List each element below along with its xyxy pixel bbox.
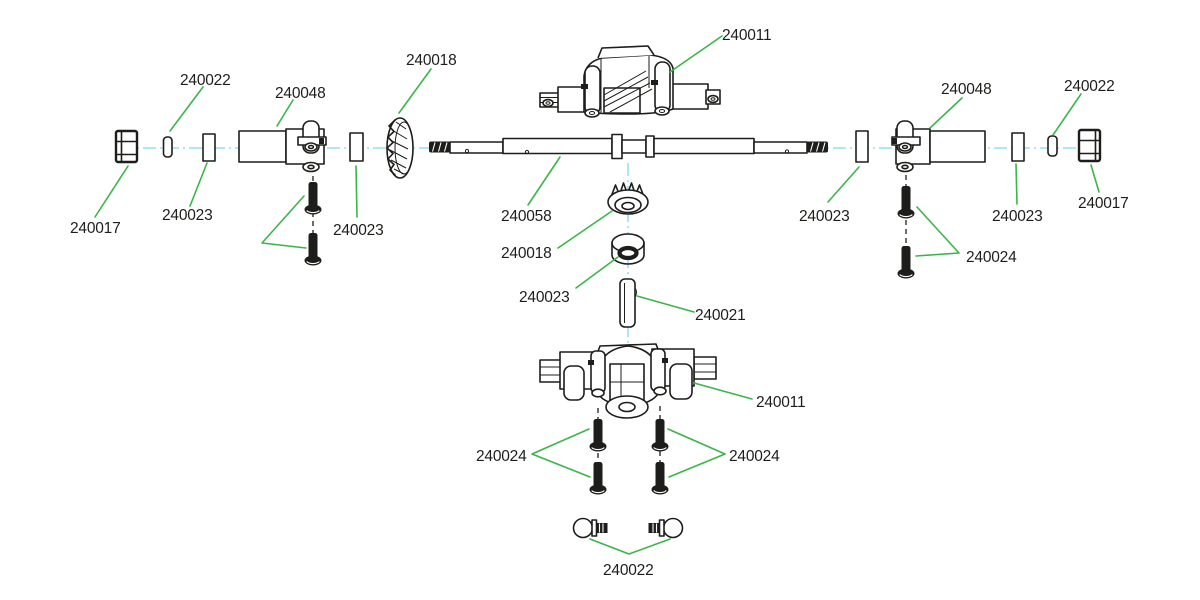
leader-240018-center [557,210,613,249]
part-pinion-gear-240018-center [607,182,649,215]
part-crown-gear-240018-left [386,117,414,179]
label-240024-right: 240024 [966,249,1017,266]
leader-240022-right [1052,93,1082,136]
part-pin-240022-left [162,136,173,158]
leader-240017-right [1090,164,1100,193]
part-pin-240022-right [1047,135,1058,157]
leader-240023-center [575,256,619,289]
leader-screws-left [261,195,307,249]
leader-240011-top [669,35,723,73]
part-bearing-240023-center [611,233,645,265]
part-screw-240024-bottom-left-2 [588,461,608,496]
leader-240017-left [94,165,129,218]
part-axle-housing-240011-top [539,45,721,118]
leader-240023-right-outer [1015,163,1018,205]
leader-240011-bottom [693,382,753,400]
label-240021: 240021 [695,307,746,324]
part-pin-240021 [619,278,637,328]
leader-240048-left [276,99,294,127]
label-240017-left: 240017 [70,220,121,237]
leader-240048-right [929,97,963,129]
part-cap-240017-right [1077,128,1102,163]
leader-240058 [527,156,561,206]
leader-240024-bottom-left [531,428,591,478]
label-240023-left-outer: 240023 [333,222,384,239]
part-cap-240017-left [114,129,139,164]
part-ballpin-240022-bottom-left [572,517,609,539]
part-screw-240024-right-1 [896,185,916,220]
label-240011-bottom: 240011 [756,394,805,411]
label-240017-right: 240017 [1078,195,1129,212]
part-ring-240023-right-inner [855,130,869,163]
part-housing-240048-left [238,120,327,173]
leader-240022-left [169,86,204,132]
part-screw-240024-left-1 [303,181,323,216]
part-housing-240048-right [891,120,986,173]
part-ring-240023-left-inner [202,133,216,162]
label-240023-center: 240023 [519,289,570,306]
part-screw-240024-bottom-left-1 [588,418,608,453]
part-ballpin-240022-bottom-right [647,517,684,539]
part-ring-240023-right-outer [1011,132,1025,162]
leader-240018-left [398,68,432,114]
part-screw-240024-bottom-right-1 [650,418,670,453]
part-screw-240024-right-2 [896,245,916,280]
part-axle-housing-240011-bottom [539,343,717,419]
part-screw-240024-left-2 [303,232,323,267]
label-240058: 240058 [501,208,552,225]
label-240023-right-outer: 240023 [992,208,1043,225]
label-240022-left: 240022 [180,72,231,89]
label-240048-right: 240048 [941,81,992,98]
label-240024-bottom-left: 240024 [476,448,527,465]
leader-240022-bottom [589,538,671,555]
leader-240023-left-outer [355,165,358,218]
label-240023-left-inner: 240023 [162,207,213,224]
leader-240023-right-inner [827,166,860,203]
leader-240024-bottom-right [667,428,726,478]
leader-240023-left-inner [189,162,208,207]
label-240023-right-inner: 240023 [799,208,850,225]
label-240022-right: 240022 [1064,78,1115,95]
label-240018-center: 240018 [501,245,552,262]
part-shaft-240058 [429,133,828,160]
label-240018-left: 240018 [406,52,457,69]
label-240011-top: 240011 [722,27,771,44]
label-240022-bottom: 240022 [603,562,654,579]
part-labels: 240011 240022 240048 240018 240017 24002… [70,27,1129,579]
leader-lines [94,35,1100,555]
leader-240021 [636,295,695,313]
leader-240024-right [915,206,960,257]
label-240048-left: 240048 [275,85,326,102]
label-240024-bottom-right: 240024 [729,448,780,465]
part-ring-240023-left-outer [349,132,364,162]
part-screw-240024-bottom-right-2 [650,461,670,496]
